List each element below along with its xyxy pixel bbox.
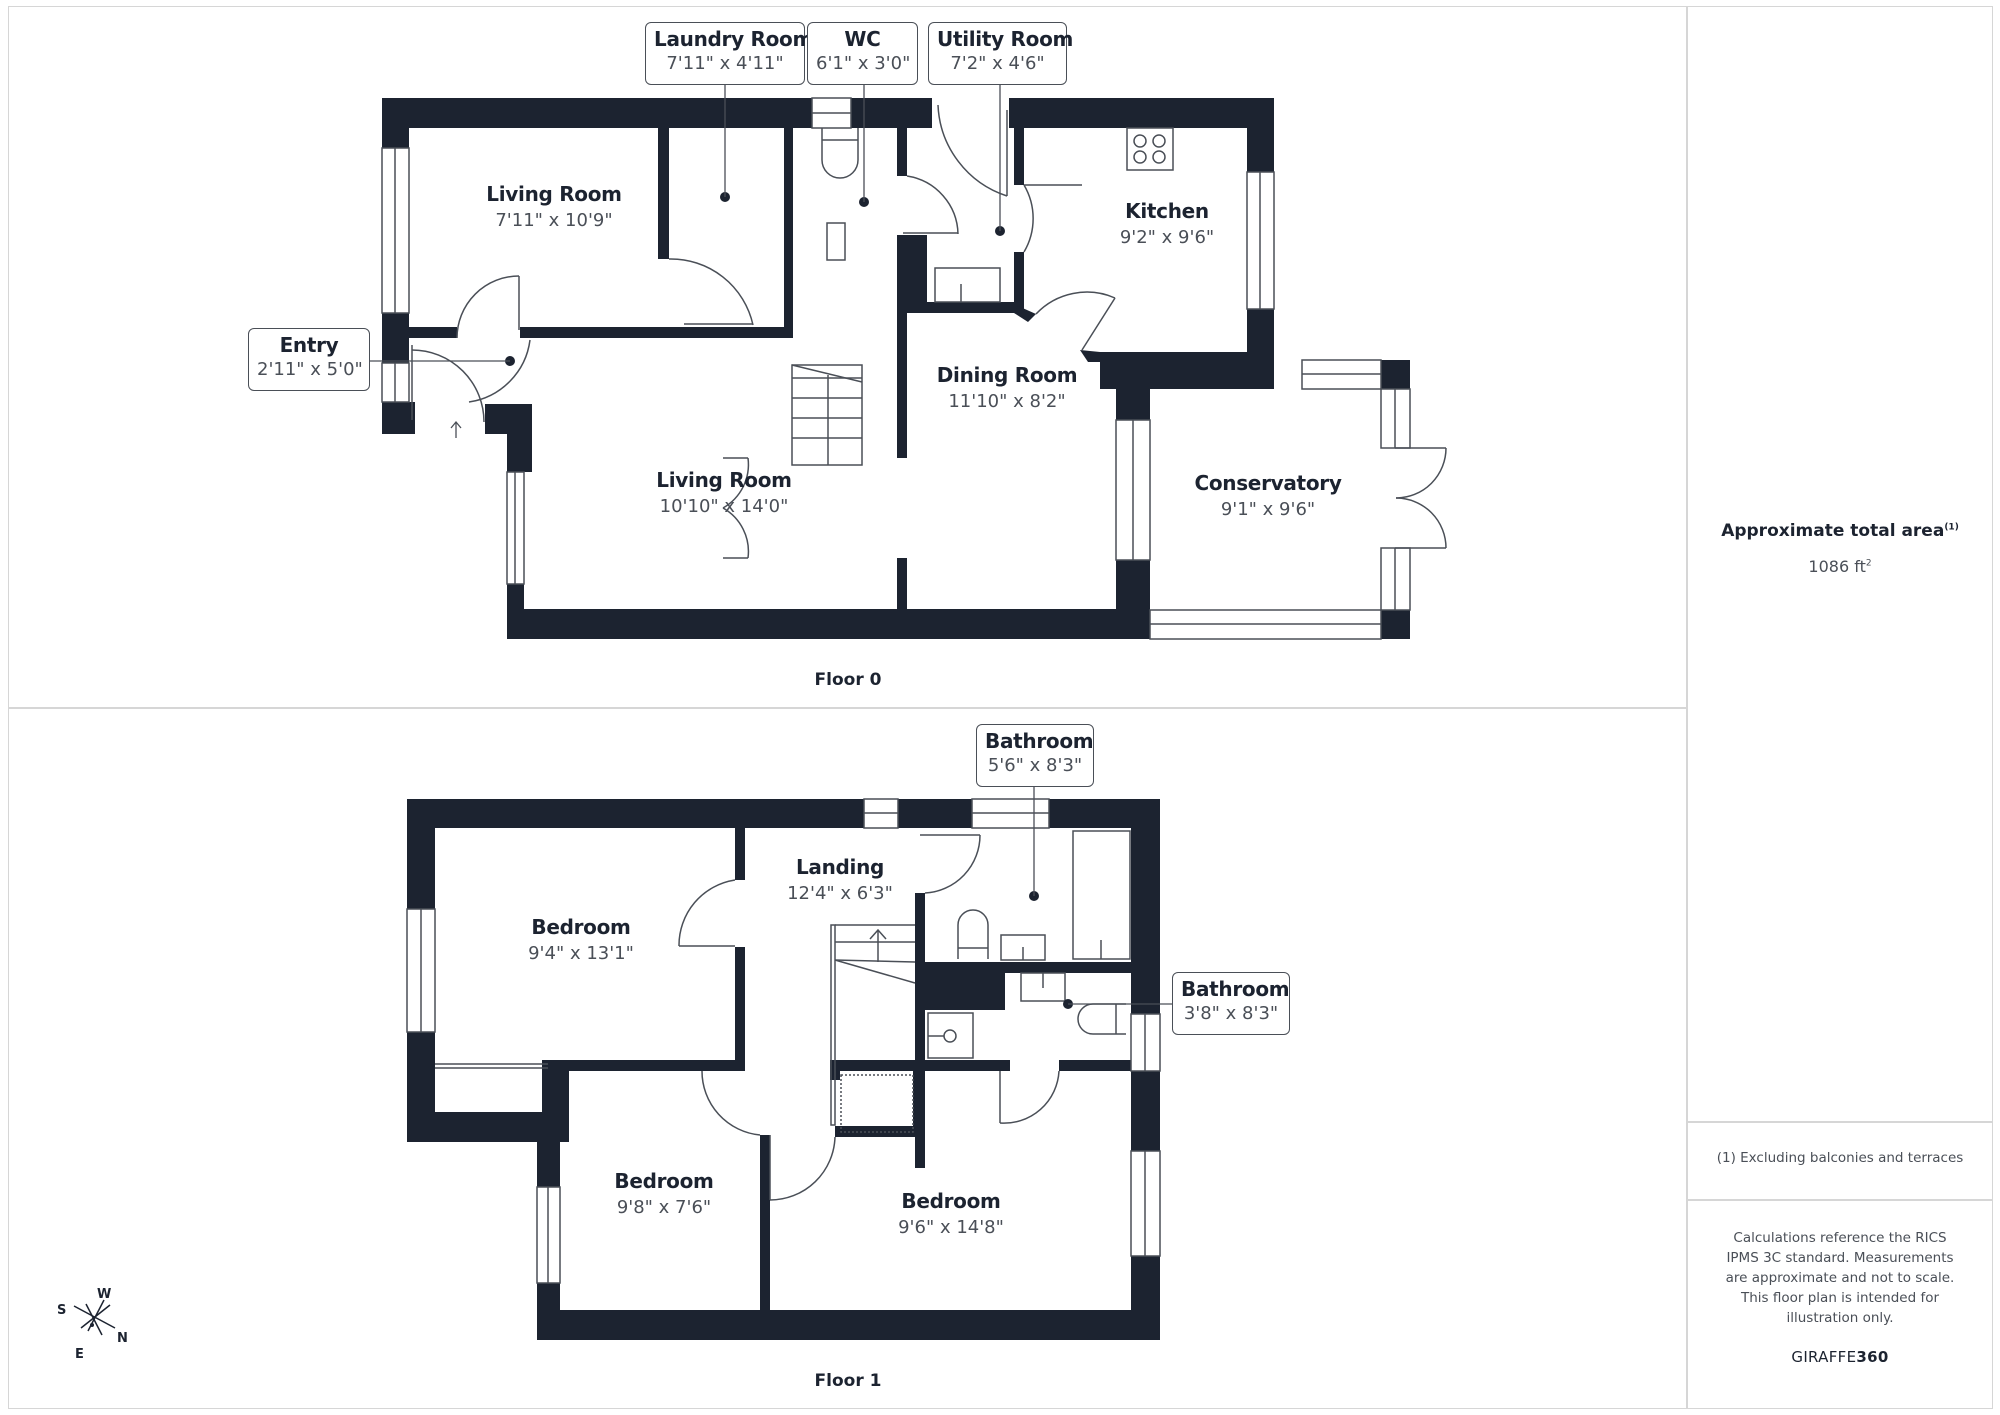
callout-wc[interactable]: WC 6'1" x 3'0"	[807, 22, 918, 85]
room-dims: 9'4" x 13'1"	[528, 943, 634, 964]
room-label-dining-room: Dining Room 11'10" x 8'2"	[937, 363, 1078, 412]
room-name: WC	[844, 27, 881, 51]
room-dims: 7'11" x 10'9"	[495, 210, 613, 231]
callout-bathroom-main[interactable]: Bathroom 5'6" x 8'3"	[976, 724, 1094, 787]
room-name: Bathroom	[1181, 977, 1290, 1001]
room-dims: 7'2" x 4'6"	[950, 53, 1045, 74]
compass-e: E	[75, 1347, 84, 1362]
floor-1-title: Floor 1	[814, 1371, 882, 1391]
floor-divider	[8, 707, 1687, 709]
room-dims: 2'11" x 5'0"	[257, 359, 363, 380]
room-label-bedroom-1: Bedroom 9'4" x 13'1"	[528, 915, 634, 964]
compass-n: N	[117, 1331, 128, 1346]
room-dims: 7'11" x 4'11"	[666, 53, 784, 74]
room-name: Bedroom	[901, 1189, 1001, 1213]
total-area-value: 1086 ft2	[1688, 557, 1992, 576]
area-footnote: (1) Excluding balconies and terraces	[1716, 1150, 1964, 1166]
side-divider-2	[1687, 1199, 1993, 1201]
side-divider-1	[1687, 1121, 1993, 1123]
callout-utility-room[interactable]: Utility Room 7'2" x 4'6"	[928, 22, 1074, 85]
total-area-title: Approximate total area(1)	[1688, 521, 1992, 541]
room-dims: 12'4" x 6'3"	[787, 883, 893, 904]
room-dims: 10'10" x 14'0"	[659, 496, 789, 517]
room-name: Conservatory	[1194, 471, 1342, 495]
disclaimer-text: Calculations reference the RICS IPMS 3C …	[1725, 1230, 1955, 1326]
room-dims: 9'8" x 7'6"	[616, 1197, 712, 1218]
room-name: Kitchen	[1125, 199, 1209, 223]
area-value: 1086 ft	[1808, 557, 1866, 576]
room-dims: 3'8" x 8'3"	[1183, 1003, 1279, 1024]
brand-logo: GIRAFFE360	[1688, 1348, 1992, 1366]
room-label-landing: Landing 12'4" x 6'3"	[787, 855, 893, 904]
room-label-conservatory: Conservatory 9'1" x 9'6"	[1194, 471, 1341, 520]
room-label-bedroom-3: Bedroom 9'8" x 7'6"	[614, 1169, 714, 1218]
room-dims: 9'6" x 14'8"	[898, 1217, 1004, 1238]
room-name: Entry	[279, 333, 339, 357]
callout-entry[interactable]: Entry 2'11" x 5'0"	[248, 328, 370, 391]
room-name: Dining Room	[936, 363, 1078, 387]
room-name: Utility Room	[937, 27, 1074, 51]
compass-w: W	[97, 1287, 112, 1302]
room-label-living-room-upper: Living Room 7'11" x 10'9"	[486, 182, 622, 231]
total-area-label: Approximate total area	[1721, 521, 1945, 541]
room-dims: 11'10" x 8'2"	[948, 391, 1066, 412]
room-dims: 9'1" x 9'6"	[1220, 499, 1316, 520]
callout-bathroom-small[interactable]: Bathroom 3'8" x 8'3"	[1172, 972, 1290, 1035]
room-label-living-room-lower: Living Room 10'10" x 14'0"	[656, 468, 792, 517]
brand-suffix: 360	[1856, 1348, 1889, 1366]
room-name: Bedroom	[531, 915, 631, 939]
room-name: Living Room	[656, 468, 792, 492]
room-name: Landing	[795, 855, 885, 879]
room-dims: 6'1" x 3'0"	[816, 53, 911, 74]
room-name: Bathroom	[985, 729, 1094, 753]
room-label-kitchen: Kitchen 9'2" x 9'6"	[1120, 199, 1214, 248]
room-dims: 5'6" x 8'3"	[987, 755, 1083, 776]
callout-laundry-room[interactable]: Laundry Room 7'11" x 4'11"	[645, 22, 814, 85]
room-dims: 9'2" x 9'6"	[1119, 227, 1215, 248]
footnote-marker: (1)	[1944, 522, 1959, 533]
room-name: Bedroom	[614, 1169, 714, 1193]
room-name: Laundry Room	[654, 27, 814, 51]
room-name: Living Room	[486, 182, 622, 206]
floor-0-title: Floor 0	[814, 670, 882, 690]
room-label-bedroom-2: Bedroom 9'6" x 14'8"	[898, 1189, 1004, 1238]
compass-s: S	[57, 1303, 67, 1318]
area-unit-sup: 2	[1865, 558, 1872, 569]
brand-prefix: GIRAFFE	[1791, 1348, 1857, 1366]
